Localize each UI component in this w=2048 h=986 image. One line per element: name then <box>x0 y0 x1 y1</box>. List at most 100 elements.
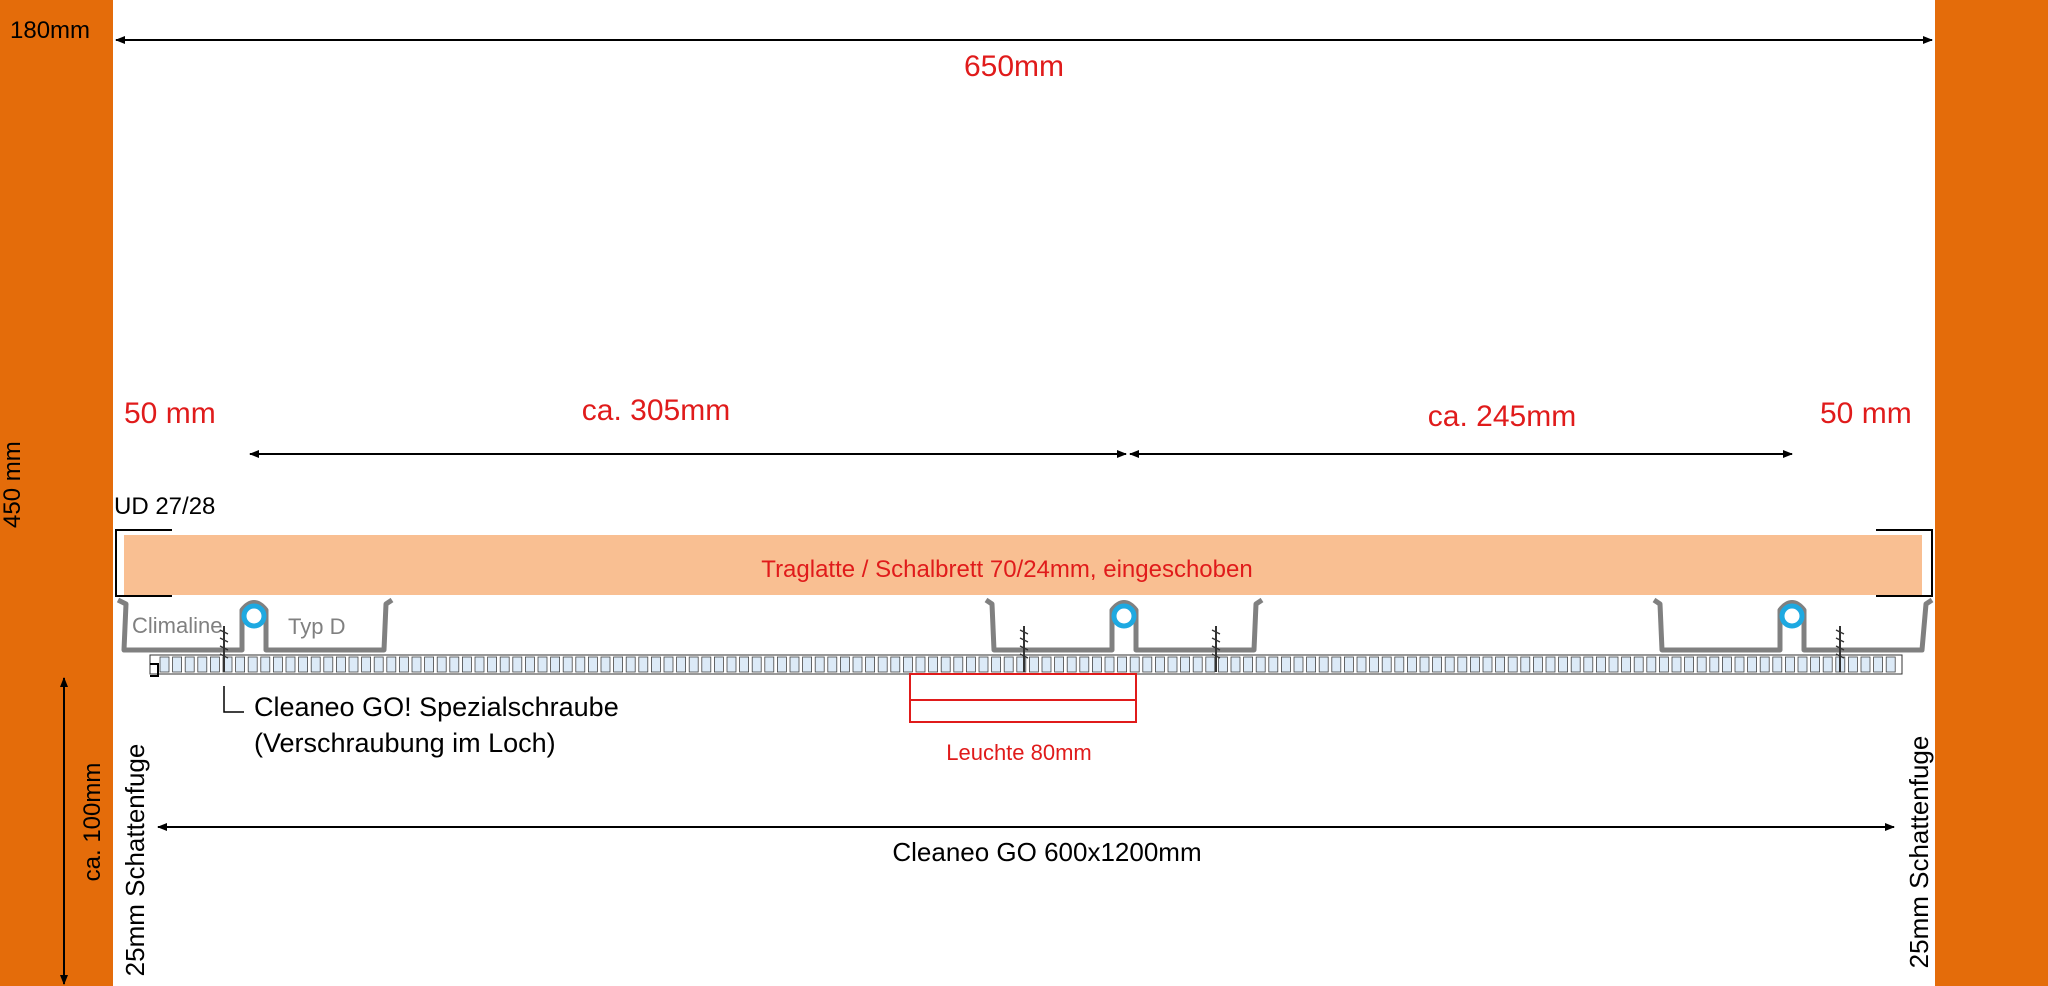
ud-profile-label: UD 27/28 <box>114 493 215 520</box>
panel-cell <box>1054 656 1064 673</box>
panel-cell <box>1621 656 1631 673</box>
shadow-gap-left-label: 25mm Schattenfuge <box>120 744 150 977</box>
panel-cell <box>285 656 296 673</box>
panel-cell <box>1318 656 1329 673</box>
ring-icon <box>1779 603 1805 629</box>
panel-cell <box>525 656 535 673</box>
panel-cell <box>1558 656 1568 673</box>
panel-cell <box>1394 656 1405 673</box>
panel-cell <box>1218 656 1228 673</box>
panel-cell <box>1507 656 1518 673</box>
panel-cell <box>197 656 208 673</box>
panel-cell <box>1772 656 1783 673</box>
panel-cell <box>1117 656 1127 673</box>
panel-cell <box>1243 656 1253 673</box>
screw-icon <box>1019 626 1029 672</box>
panel-cell <box>209 656 220 673</box>
panel-cell <box>1860 656 1871 673</box>
panel-cell <box>1633 656 1644 673</box>
panel-cell <box>499 656 510 673</box>
left-orange-band <box>0 0 113 986</box>
panel-cell <box>1381 656 1392 673</box>
panel-cell <box>348 656 359 673</box>
panel-cell <box>550 656 560 673</box>
panel-cell <box>688 656 699 673</box>
panel-cell <box>827 656 838 673</box>
panel-cell <box>852 656 863 673</box>
panel-left-end <box>150 663 159 677</box>
climaline-profile-middle <box>984 597 1264 653</box>
panel-dimension-label: Cleaneo GO 600x1200mm <box>892 837 1201 867</box>
panel-cell <box>1444 656 1455 673</box>
panel-cell <box>1016 656 1027 673</box>
right-edge-label: 50 mm <box>1820 397 1912 430</box>
panel-cell <box>940 656 951 673</box>
panel-cell <box>298 656 309 673</box>
right-orange-band <box>1935 0 2048 986</box>
panel-cell <box>1129 656 1140 673</box>
panel-cell <box>1822 656 1833 673</box>
panel-cell <box>1356 656 1367 673</box>
screw-icon <box>1835 626 1845 672</box>
panel-cell <box>1205 656 1216 673</box>
panel-cell <box>1570 656 1581 673</box>
panel-cell <box>1066 656 1077 673</box>
panel-cell <box>1155 656 1165 673</box>
panel-cell <box>1344 656 1354 673</box>
batten-label: Traglatte / Schalbrett 70/24mm, eingesch… <box>761 556 1252 583</box>
panel-cell <box>915 656 926 673</box>
panel-cell <box>184 656 195 673</box>
total-dimension-label: 650mm <box>964 50 1064 83</box>
screw-note-line2: (Verschraubung im Loch) <box>254 728 556 758</box>
panel-cell <box>1885 656 1896 673</box>
panel-cell <box>1734 656 1745 673</box>
panel-cell <box>1520 656 1531 673</box>
panel-cell <box>1142 656 1153 673</box>
panel-cell <box>751 656 762 673</box>
panel-cell <box>953 656 964 673</box>
screw-note-line1: Cleaneo GO! Spezialschraube <box>254 692 619 722</box>
panel-cell <box>1482 656 1493 673</box>
panel-cell <box>789 656 800 673</box>
panel-cell <box>651 656 661 673</box>
left-edge-label: 50 mm <box>124 397 216 430</box>
panel-cell <box>764 656 775 673</box>
climaline-profile-right <box>1652 597 1934 653</box>
panel-cell <box>814 656 825 673</box>
panel-cells <box>159 656 1896 673</box>
panel-cell <box>474 656 485 673</box>
panel-cell <box>1495 656 1505 673</box>
panel-cell <box>1545 656 1556 673</box>
ud-profile-left <box>115 529 172 597</box>
panel-cell <box>877 656 888 673</box>
panel-cell <box>714 656 724 673</box>
panel-cell <box>424 656 435 673</box>
panel-cell <box>890 656 901 673</box>
panel-cell <box>272 656 283 673</box>
panel-cell <box>1873 656 1883 673</box>
panel-cell <box>1684 656 1694 673</box>
panel-cell <box>638 656 649 673</box>
panel-cell <box>323 656 334 673</box>
panel-cell <box>1583 656 1594 673</box>
panel-cell <box>701 656 712 673</box>
panel-cell <box>159 656 170 673</box>
panel-cell <box>625 656 636 673</box>
panel-cell <box>1003 656 1014 673</box>
panel-cell <box>600 656 611 673</box>
panel-cell <box>1029 656 1039 673</box>
panel-cell <box>966 656 976 673</box>
panel-cell <box>537 656 548 673</box>
panel-cell <box>903 656 913 673</box>
panel-cell <box>361 656 372 673</box>
panel-cell <box>1268 656 1279 673</box>
screw-icon <box>1211 626 1221 672</box>
top-margin-label: 180mm <box>10 17 90 44</box>
panel-cell <box>865 656 875 673</box>
panel-cell <box>411 656 422 673</box>
shadow-gap-right-label: 25mm Schattenfuge <box>1904 736 1934 969</box>
panel-cell <box>777 656 787 673</box>
panel-cell <box>1848 656 1858 673</box>
